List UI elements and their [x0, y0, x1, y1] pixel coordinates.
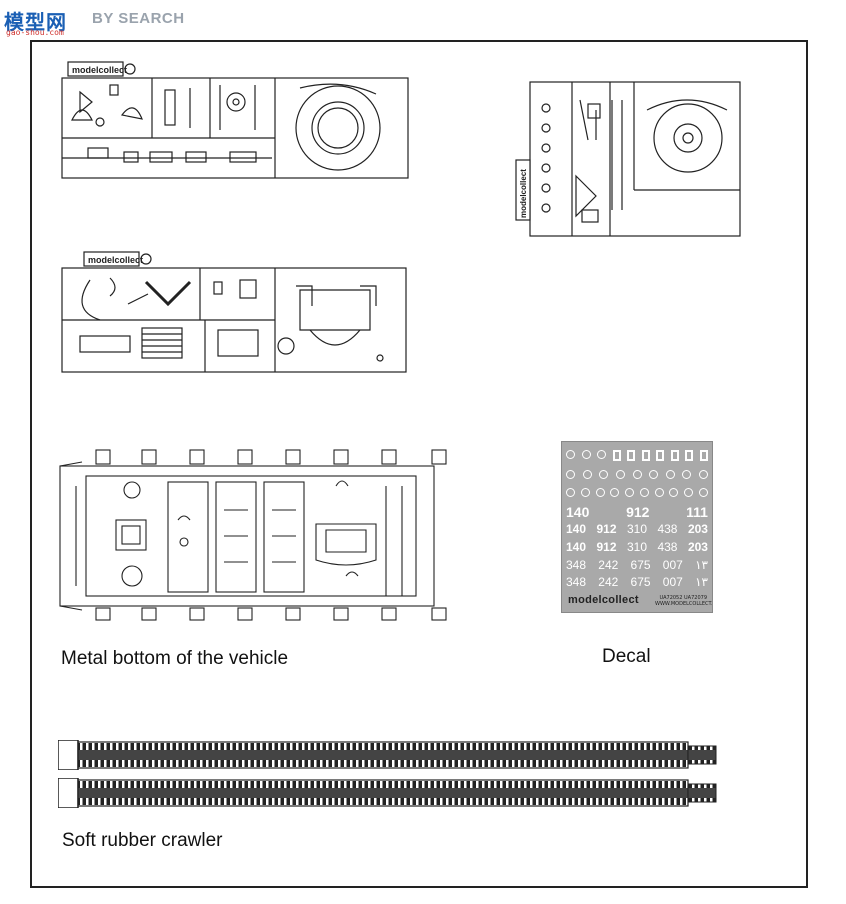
- decal-row-4: 348 242 675 007 ۱۳: [566, 558, 708, 572]
- decal-row-2: 140 912 310 438 203: [566, 522, 708, 536]
- decal-sheet: 140 912 111 140 912 310 438 203 140 912 …: [561, 441, 713, 613]
- decal-brand: modelcollect: [568, 594, 639, 606]
- watermark-logo: 模型网 BY SEARCH gao-shou.com: [4, 4, 204, 37]
- caption-decal: Decal: [602, 646, 651, 667]
- caption-crawler: Soft rubber crawler: [62, 830, 223, 851]
- sprue-c-label: modelcollect: [88, 255, 143, 265]
- sprue-b: modelcollect: [515, 81, 741, 237]
- rubber-track-lower: [58, 778, 717, 808]
- watermark-url: gao-shou.com: [6, 28, 64, 37]
- sprue-b-label: modelcollect: [519, 169, 528, 218]
- wheel-stubs: [95, 449, 447, 621]
- page-frame: [30, 40, 808, 888]
- decal-row-5: 348 242 675 007 ۱۳: [566, 575, 708, 589]
- decal-row-3: 140 912 310 438 203: [566, 540, 708, 554]
- sprue-a-label: modelcollect: [72, 65, 127, 75]
- sprue-c: modelcollect: [61, 251, 407, 373]
- decal-symbol-row-2: [566, 470, 708, 479]
- decal-fine-print: UA72052 UA72079 WWW.MODELCOLLECT.COM: [655, 595, 713, 607]
- watermark-cn-text: 模型网: [4, 10, 67, 34]
- decal-symbol-row-1: [566, 450, 708, 461]
- metal-bottom-drawing: [59, 449, 447, 621]
- watermark-en-text: BY SEARCH: [92, 10, 185, 27]
- decal-row-1: 140 912 111: [566, 504, 708, 520]
- sprue-a: modelcollect: [61, 61, 409, 179]
- decal-symbol-row-3: [566, 488, 708, 497]
- rubber-track-upper: [58, 740, 717, 770]
- caption-metal-bottom: Metal bottom of the vehicle: [61, 648, 289, 669]
